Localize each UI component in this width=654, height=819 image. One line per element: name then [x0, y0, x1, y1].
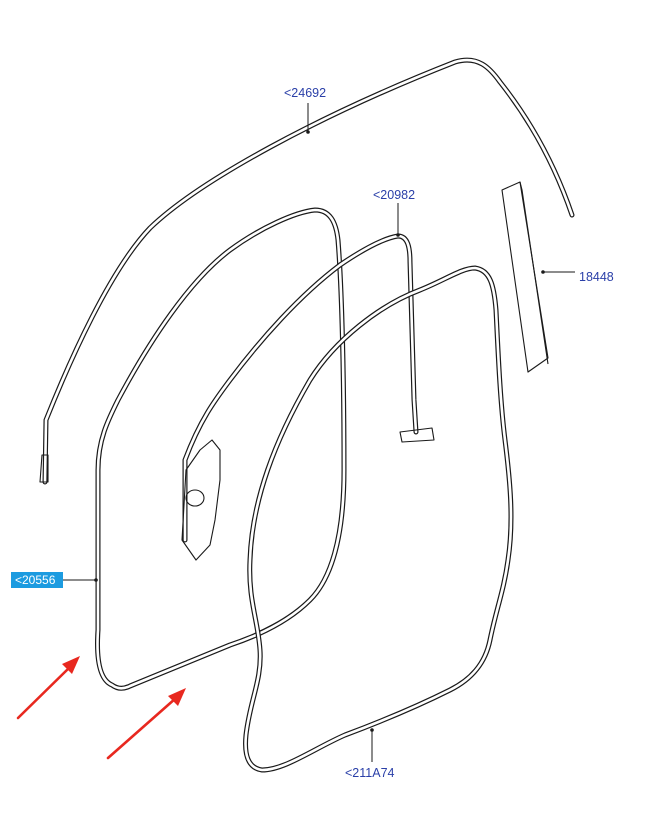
label-door-seal: <20556 [15, 573, 56, 587]
label-glass-run: <20982 [373, 188, 415, 202]
door-frame-seal [95, 207, 347, 691]
label-roof-seal: <24692 [284, 86, 326, 100]
label-trim-panel: 18448 [579, 270, 614, 284]
body-side-seal [243, 265, 514, 773]
leader-lines [62, 103, 575, 762]
glass-run-channel [181, 233, 435, 561]
red-arrow-left [16, 656, 80, 720]
label-door-seal-highlight [11, 572, 63, 588]
red-arrow-right [106, 688, 186, 760]
roof-rail-seal [39, 57, 575, 485]
label-body-seal: <211A74 [345, 766, 395, 780]
b-pillar-trim-panel [501, 181, 549, 373]
